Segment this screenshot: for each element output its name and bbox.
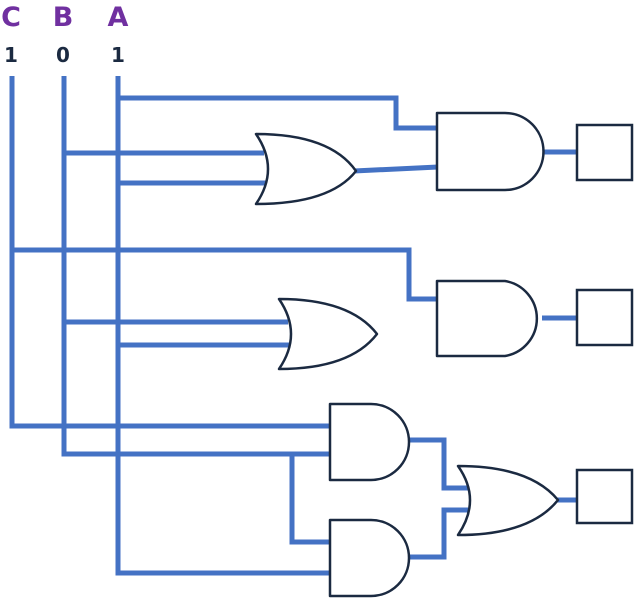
and-gate-3 [328,402,411,482]
output-box-3 [575,468,634,525]
wire-c-bus [9,76,330,429]
and-gate-4 [328,518,411,598]
output-box-1 [575,123,634,182]
input-value-c: 1 [4,43,18,67]
output-box-2 [575,288,634,347]
input-value-b: 0 [56,43,70,67]
input-value-a: 1 [111,43,125,67]
wire-c-to-and2 [12,247,438,302]
wire-b-bus [61,76,330,457]
and-gate-1 [435,111,545,192]
wires [9,76,577,576]
wire-or1-to-and1 [353,164,439,174]
wire-a-bus [115,76,330,576]
wire-and4-to-or3 [408,507,468,560]
wire-a-to-and1 [118,95,438,131]
and-gate-2 [435,279,539,358]
or-gate-2 [277,297,379,371]
or-gate-3 [456,464,560,537]
wire-and3-to-or3 [408,437,468,491]
or-gate-1 [254,132,358,206]
input-label-a: A [108,2,129,33]
input-label-c: C [1,2,21,33]
input-label-b: B [53,2,74,33]
wire-b-to-and4 [289,454,330,545]
